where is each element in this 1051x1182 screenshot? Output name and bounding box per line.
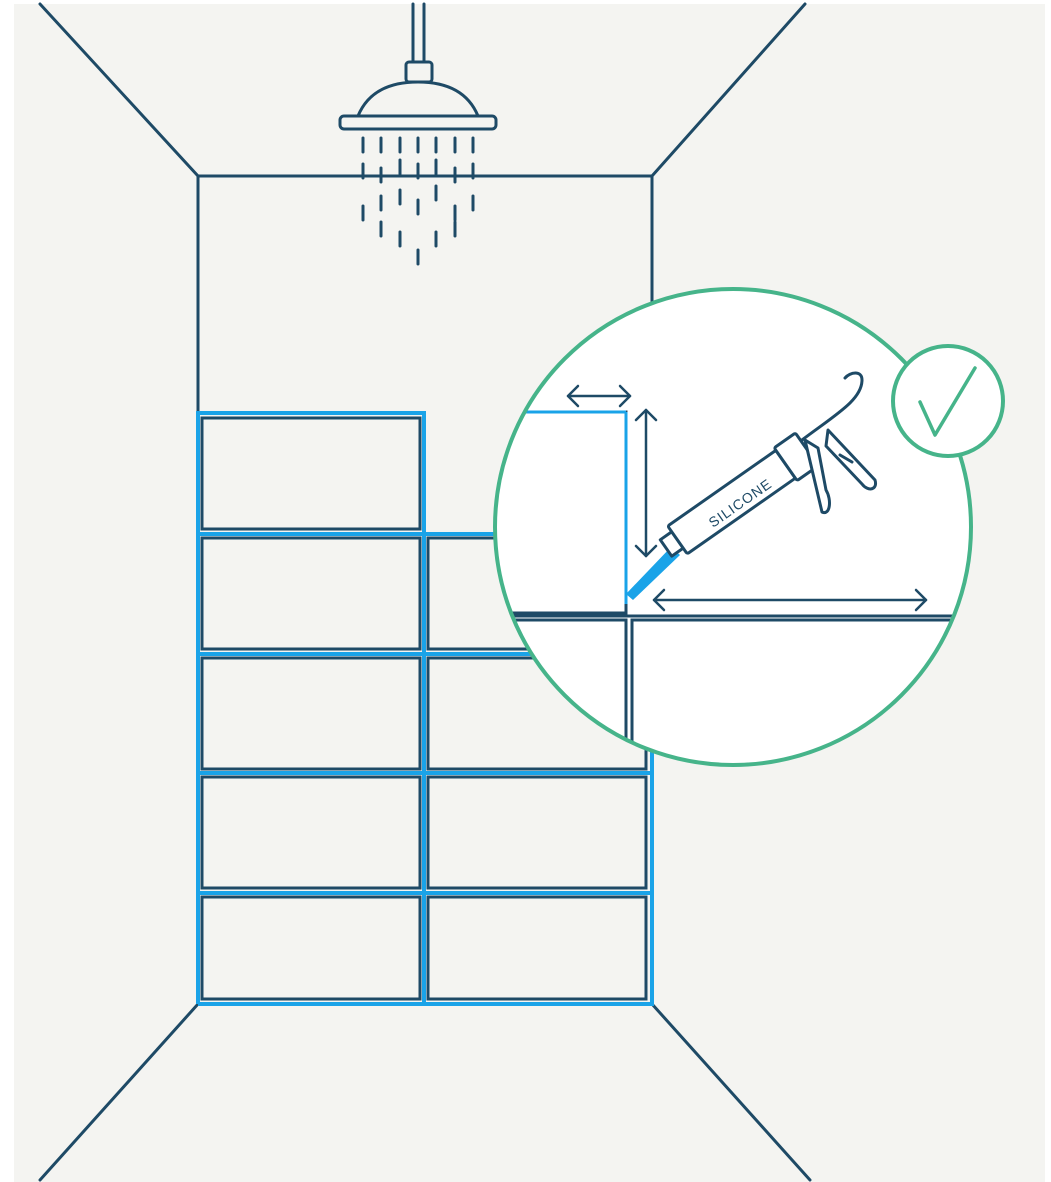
- silicone-bead: [626, 547, 680, 600]
- checkmark-badge: [891, 344, 1005, 458]
- water-drops: [361, 136, 475, 266]
- caulk-gun-icon: [658, 371, 878, 558]
- tile: [426, 775, 648, 890]
- shower-head-icon: [338, 2, 498, 266]
- magnifier-ring: [493, 287, 973, 767]
- tile: [200, 895, 422, 1001]
- tile: [200, 656, 422, 771]
- checkmark-icon: [918, 366, 977, 437]
- tile: [200, 536, 422, 651]
- magnifier-lens: SILICONE: [493, 287, 973, 767]
- tile: [426, 895, 648, 1001]
- tile: [200, 416, 422, 531]
- double-arrow-icon: [566, 384, 928, 612]
- tile: [200, 775, 422, 890]
